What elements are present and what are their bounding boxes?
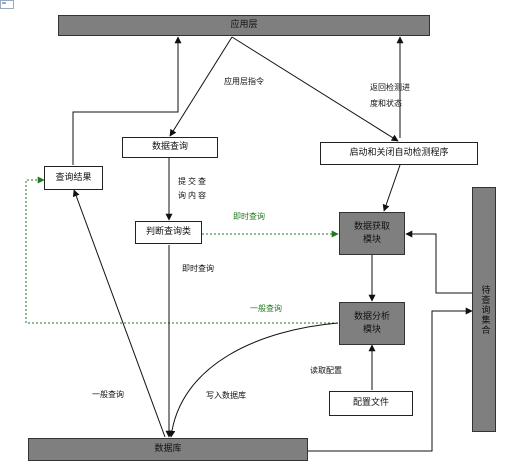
- app-layer-node: 应用层: [58, 15, 430, 36]
- app-layer-label: 应用层: [230, 20, 258, 30]
- realtime-query-green-label: 即时查询: [233, 212, 265, 221]
- database-label: 数据库: [154, 444, 182, 454]
- edge-analysis-to-database-write: [168, 322, 339, 438]
- read-config-label: 读取配置: [310, 366, 342, 375]
- database-node: 数据库: [28, 438, 308, 461]
- data-query-node: 数据查询: [122, 137, 218, 158]
- write-db-label: 写入数据库: [206, 391, 246, 400]
- edge-start-stop-to-fetch: [382, 164, 401, 212]
- realtime-query-black-label: 即时查询: [182, 264, 214, 273]
- config-file-node: 配置文件: [329, 391, 413, 416]
- judge-query-type-label: 判断查询类: [145, 227, 191, 237]
- start-stop-detect-label: 启动和关闭自动检测程序: [349, 148, 449, 158]
- edge-app-to-data-query: [169, 36, 233, 137]
- pending-query-set-node: 待查询集合: [472, 187, 496, 432]
- data-fetch-module-label: 数据获取 模块: [353, 221, 390, 245]
- edge-analysis-to-query-result-normal: [25, 176, 338, 324]
- edge-pending-to-fetch: [405, 230, 472, 294]
- data-analysis-module-label: 数据分析 模块: [353, 311, 390, 335]
- edge-query-result-to-app: [72, 36, 182, 165]
- data-fetch-module-node: 数据获取 模块: [339, 212, 405, 255]
- start-stop-detect-node: 启动和关闭自动检测程序: [320, 142, 478, 165]
- judge-query-type-node: 判断查询类: [135, 221, 202, 244]
- data-analysis-module-node: 数据分析 模块: [339, 302, 405, 345]
- submit-query-label: 提交查 询内容: [178, 177, 208, 200]
- data-query-label: 数据查询: [151, 142, 188, 152]
- edge-database-to-query-result-normal: [72, 189, 166, 438]
- normal-query-green-label: 一般查询: [250, 304, 282, 313]
- edge-database-to-pending: [308, 307, 473, 452]
- normal-query-black-label: 一般查询: [92, 390, 124, 399]
- app-command-label: 应用层指令: [224, 77, 264, 86]
- query-result-label: 查询结果: [55, 172, 92, 183]
- pending-query-set-label: 待查询集合: [479, 284, 490, 335]
- edge-app-to-start-stop: [231, 36, 399, 142]
- query-result-node: 查询结果: [44, 166, 103, 190]
- return-status-label: 返回检测进 度和状态: [370, 83, 410, 108]
- image-placeholder-icon: [0, 0, 14, 9]
- config-file-label: 配置文件: [352, 398, 389, 408]
